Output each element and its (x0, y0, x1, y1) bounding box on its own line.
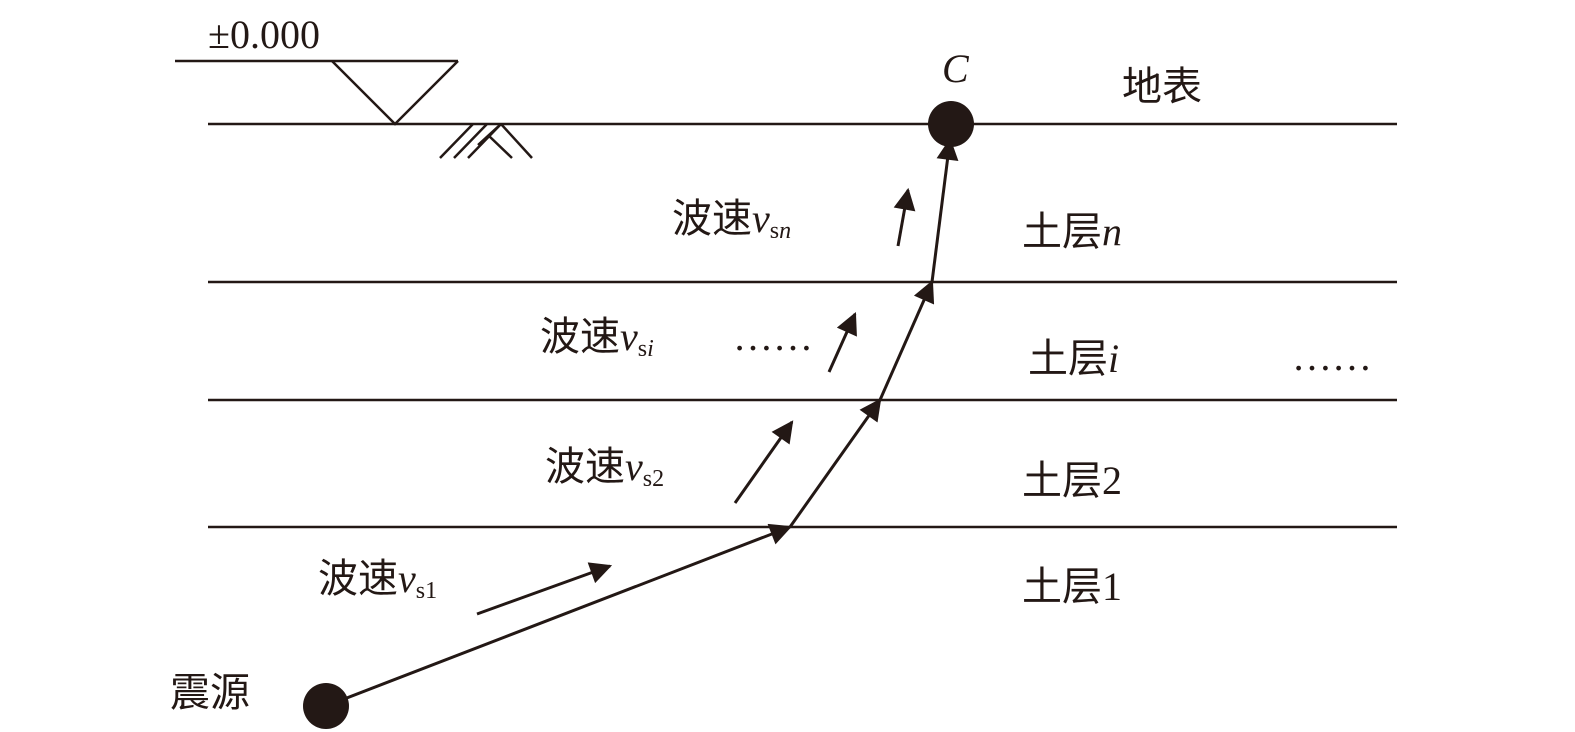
velocity-arrow-layer-n (893, 187, 916, 247)
elevation-datum-marker: ±0.000 (175, 12, 459, 126)
elevation-label: ±0.000 (208, 12, 320, 57)
velocity-arrow-layer-1 (476, 562, 613, 616)
ray-segment-layer-n (930, 137, 959, 283)
ray-segment-layer-i (878, 279, 935, 401)
layer-ellipsis: …… (1292, 334, 1372, 379)
velocity-label-layer-2: 波速vs2 (545, 444, 664, 492)
seismic-source-point (303, 683, 349, 729)
velocity-label-layer-1: 波速vs1 (318, 556, 437, 604)
wave-ray-path (325, 137, 959, 708)
ray-segment-layer-2 (788, 398, 882, 528)
velocity-label-layer-n: 波速vsn (672, 196, 791, 244)
ground-surface-label: 地表 (1122, 64, 1202, 110)
layer-label-2: 土层2 (1022, 458, 1122, 504)
layer-label-i: 土层i (1028, 336, 1119, 382)
layer-label-n: 土层n (1022, 209, 1122, 255)
ray-segment-layer-1 (325, 523, 793, 708)
velocity-label-layer-i: 波速vsi (540, 314, 654, 362)
layer-label-1: 土层1 (1022, 564, 1122, 610)
velocity-ellipsis: …… (733, 314, 813, 359)
datum-triangle (331, 60, 459, 126)
seismic-source-label: 震源 (170, 670, 250, 716)
surface-point-c (928, 101, 974, 147)
velocity-arrow-layer-i (827, 311, 857, 373)
velocity-arrow-layer-2 (733, 420, 794, 504)
ground-hatch-symbol (439, 123, 533, 159)
point-c-label: C (942, 46, 970, 91)
